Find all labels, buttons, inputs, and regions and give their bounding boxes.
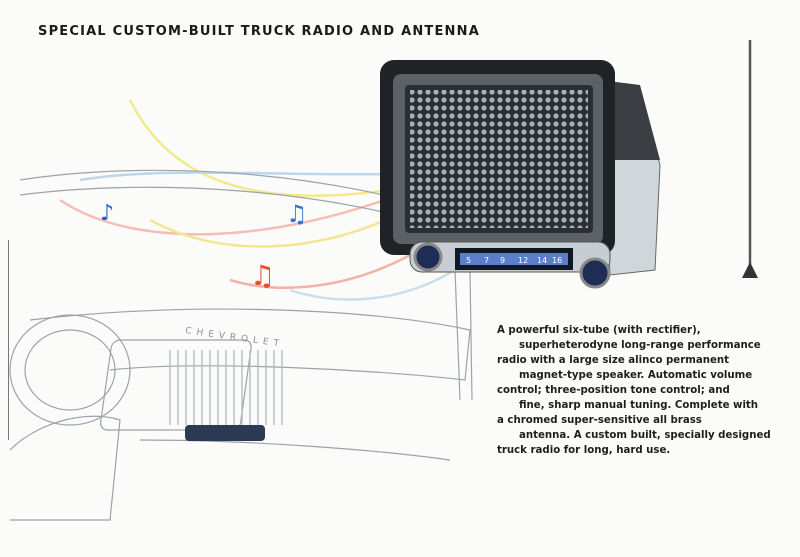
antenna (742, 40, 758, 278)
page-title: SPECIAL CUSTOM-BUILT TRUCK RADIO AND ANT… (38, 24, 480, 39)
description-line: control; three-position tone control; an… (497, 385, 730, 396)
sound-waves (59, 99, 561, 301)
music-note-icon: ♫ (250, 259, 275, 292)
description-line: fine, sharp manual tuning. Complete with (519, 400, 759, 411)
description-line: A powerful six-tube (with rectifier), (497, 325, 701, 336)
svg-text:5: 5 (466, 256, 471, 265)
svg-text:9: 9 (500, 256, 505, 265)
music-note-icon: ♪ (100, 201, 114, 226)
radio-unit (380, 60, 661, 289)
music-note-icon: ♫ (286, 200, 308, 228)
dash-radio (185, 425, 265, 441)
description-text: A powerful six-tube (with rectifier), su… (497, 323, 787, 458)
description-line: superheterodyne long-range performance (519, 340, 761, 351)
description-line: magnet-type speaker. Automatic volume (519, 370, 753, 381)
description-line: antenna. A custom built, specially desig… (519, 430, 771, 441)
tuning-dial: 5 7 9 12 14 16 (466, 256, 562, 265)
svg-text:14: 14 (537, 256, 547, 265)
description-line: truck radio for long, hard use. (497, 445, 671, 456)
dash-speaker-grille (169, 350, 283, 425)
page-edge-line (8, 240, 9, 440)
svg-text:12: 12 (518, 256, 528, 265)
svg-text:16: 16 (552, 256, 562, 265)
description-line: radio with a large size alinco permanent (497, 355, 729, 366)
dash-logo: CHEVROLET (185, 326, 285, 350)
description-line: a chromed super-sensitive all brass (497, 415, 702, 426)
svg-text:7: 7 (484, 256, 489, 265)
